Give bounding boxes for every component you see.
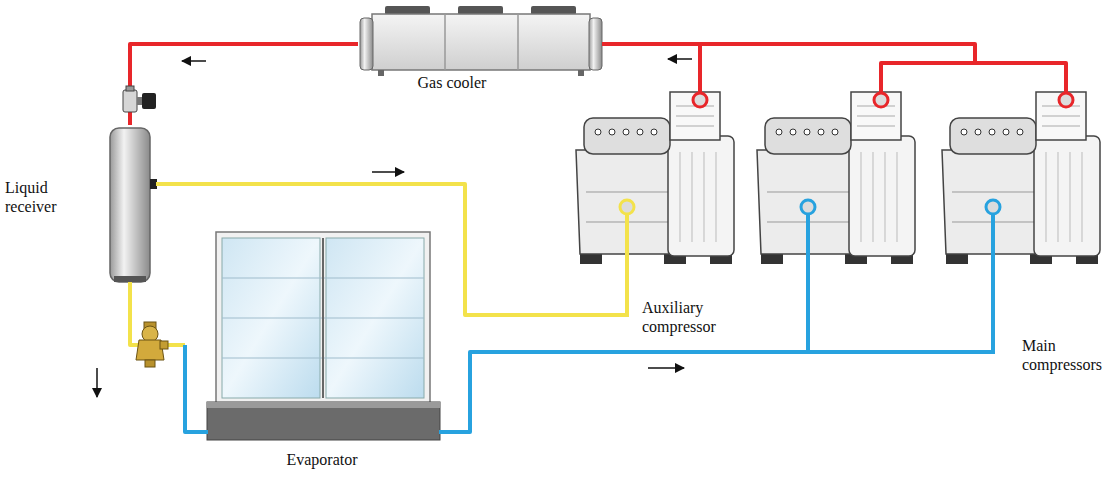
flow-arrows-part xyxy=(182,60,206,62)
auxiliary-compressor: Auxiliary compressor xyxy=(565,88,745,342)
flow-arrows-part xyxy=(668,58,692,60)
evaporator-drawing-part xyxy=(322,238,324,398)
compressor-ports-part xyxy=(1059,93,1073,107)
pipe-segment xyxy=(156,184,565,315)
receiver-drawing-part xyxy=(110,128,150,282)
compressor-ports-part xyxy=(986,200,1000,214)
compressor-ports-part xyxy=(874,93,888,107)
part-label: Evaporator xyxy=(272,450,372,469)
flow-arrows-part xyxy=(96,368,98,397)
control-valve-part xyxy=(137,97,142,105)
control-valve-part xyxy=(126,86,134,91)
pipe-segment xyxy=(130,44,358,125)
flow-arrows-part xyxy=(648,367,684,369)
flow-arrows-part xyxy=(372,171,404,173)
pipe-segment xyxy=(130,285,185,345)
pipe-stubs xyxy=(564,87,1066,352)
pipe-branch xyxy=(975,63,1066,88)
compressor-ports-part xyxy=(620,200,634,214)
gas-cooler-drawing-part xyxy=(589,18,602,70)
part-label: Gas cooler xyxy=(400,73,504,92)
evaporator-drawing xyxy=(204,232,446,440)
compressor-drawings-part xyxy=(942,92,1100,264)
gas-cooler-drawing xyxy=(360,6,605,76)
gas-cooler-drawing-part xyxy=(578,70,584,76)
refrigerant-pipe xyxy=(604,44,700,88)
compressor-drawings-part xyxy=(757,92,915,264)
expansion-valve-part xyxy=(145,360,155,367)
refrigerant-pipe xyxy=(130,44,358,125)
main-compressors: Main compressors xyxy=(750,88,1114,385)
expansion-valve xyxy=(136,322,168,367)
refrigerant-pipe xyxy=(130,285,205,432)
gas-cooler-drawing-part xyxy=(360,18,373,70)
expansion-valve-part xyxy=(160,341,168,349)
evaporator-drawing-part xyxy=(204,430,446,434)
pipe-stubs-part xyxy=(749,213,993,352)
receiver-drawing-part xyxy=(150,179,157,189)
evaporator: Evaporator xyxy=(205,225,445,475)
pipe-segment xyxy=(604,44,700,88)
pipe-segment xyxy=(185,345,205,432)
part-label: Liquid receiver xyxy=(5,178,79,216)
part-label: Auxiliary compressor xyxy=(642,298,742,336)
control-valve-part xyxy=(123,90,137,112)
gas-cooler-drawing-part xyxy=(372,14,590,70)
control-valve xyxy=(123,86,156,112)
compressor-ports xyxy=(620,93,1073,214)
evaporator-drawing-part xyxy=(207,402,440,440)
compressor-ports-part xyxy=(801,200,815,214)
liquid-receiver: Liquid receiver xyxy=(3,125,156,285)
evaporator-drawing-part xyxy=(207,402,440,408)
pipe-segment xyxy=(445,352,750,432)
refrigerant-pipe xyxy=(156,184,565,315)
evaporator-drawing-part xyxy=(216,232,430,404)
pipe-segment xyxy=(604,44,975,88)
compressor-ports-part xyxy=(693,93,707,107)
pipe-stubs-part xyxy=(564,213,627,315)
gas-cooler-drawing-part xyxy=(445,14,518,70)
compressor-drawings-part xyxy=(576,92,734,264)
receiver-drawing xyxy=(110,128,157,286)
refrigerant-pipe xyxy=(604,44,1066,88)
compressor-drawings xyxy=(576,92,1100,264)
part-label: Main compressors xyxy=(1022,336,1112,374)
gas-cooler: Gas cooler xyxy=(358,4,604,96)
receiver-drawing-part xyxy=(114,276,146,282)
gas-cooler-drawing-part xyxy=(378,70,384,76)
control-valve-part xyxy=(142,93,156,109)
refrigerant-pipe xyxy=(445,352,750,432)
